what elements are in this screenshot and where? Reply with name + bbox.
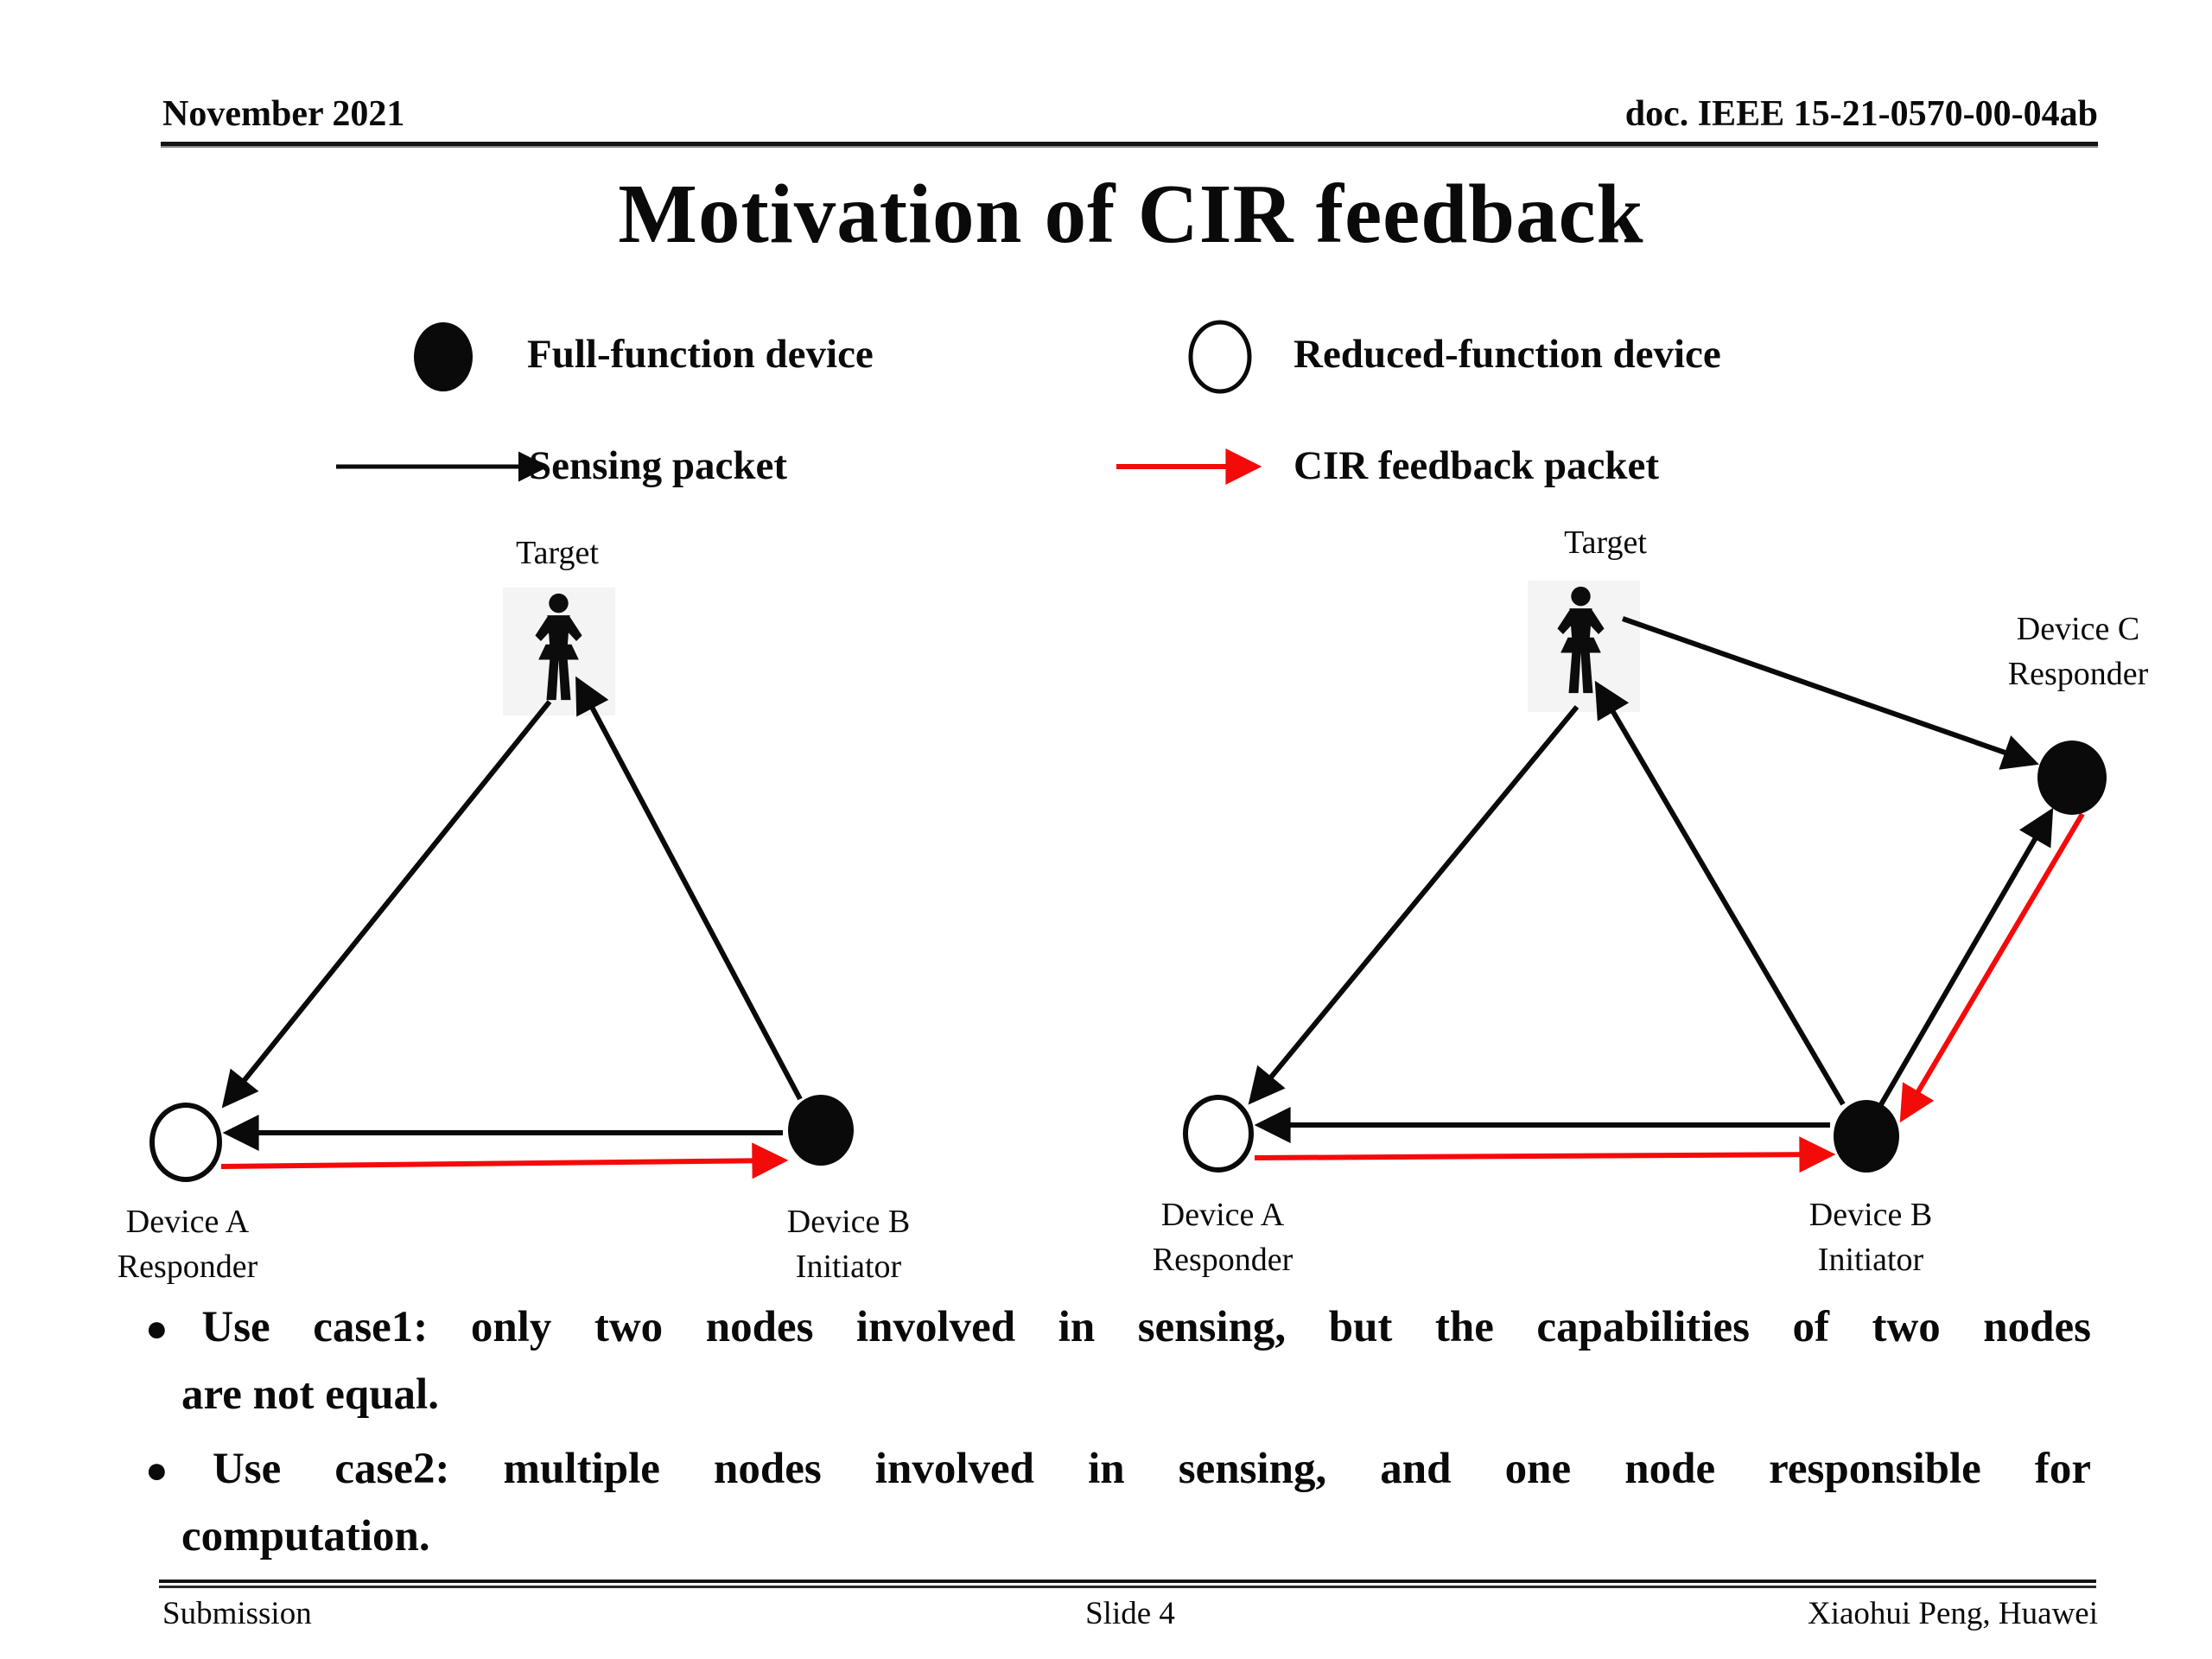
arrow-b-to-target-left bbox=[575, 676, 803, 1101]
device-c-node-right bbox=[2037, 741, 2107, 815]
arrow-a-to-b-red-right bbox=[1254, 1136, 1836, 1173]
arrow-b-to-c-right bbox=[1878, 807, 2054, 1108]
bullet-list: ●Use case1: only two nodes involved in s… bbox=[145, 1294, 2091, 1570]
device-b-role-left: Initiator bbox=[795, 1249, 902, 1285]
device-b-label-left: Device B Initiator bbox=[787, 1199, 910, 1289]
device-b-role-right: Initiator bbox=[1817, 1242, 1924, 1278]
bullet-2-line-1: ●Use case2: multiple nodes involved in s… bbox=[145, 1436, 2091, 1503]
device-a-node-right bbox=[1183, 1095, 1254, 1173]
footer-author: Xiaohui Peng, Huawei bbox=[1807, 1596, 2099, 1631]
left-diagram-graphic bbox=[149, 588, 854, 1182]
arrow-target-to-a-left bbox=[221, 700, 552, 1109]
device-a-label-right: Device A Responder bbox=[1153, 1192, 1294, 1282]
right-diagram-graphic bbox=[1183, 581, 2107, 1173]
device-a-role-left: Responder bbox=[117, 1249, 258, 1285]
arrow-c-to-b-red-right bbox=[1899, 812, 2085, 1123]
legend-icons bbox=[336, 320, 1262, 485]
bullet-1-text: Use case1: only two nodes involved in se… bbox=[201, 1303, 2092, 1351]
bullet-2-line-2: computation. bbox=[181, 1512, 430, 1560]
page-title: Motivation of CIR feedback bbox=[618, 168, 1644, 260]
device-b-name-left: Device B bbox=[786, 1204, 911, 1240]
legend-full-function-label: Full-function device bbox=[527, 332, 874, 377]
footer-submission: Submission bbox=[162, 1596, 312, 1631]
arrow-b-to-target-right bbox=[1594, 680, 1846, 1106]
bullet-use-case-1: ●Use case1: only two nodes involved in s… bbox=[145, 1294, 2091, 1428]
header-doc-id: doc. IEEE 15-21-0570-00-04ab bbox=[1624, 94, 2098, 134]
arrow-target-to-c-right bbox=[1622, 616, 2039, 770]
device-b-label-right: Device B Initiator bbox=[1809, 1192, 1932, 1282]
device-b-node-right bbox=[1834, 1100, 1899, 1173]
device-a-name-left: Device A bbox=[125, 1204, 250, 1240]
device-a-label-left: Device A Responder bbox=[118, 1199, 258, 1289]
arrow-a-to-b-red-left bbox=[220, 1142, 789, 1179]
header-rule bbox=[161, 142, 2098, 148]
device-a-node-left bbox=[149, 1103, 222, 1182]
bullet-1-marker: ● bbox=[145, 1307, 200, 1350]
footer-slide-number: Slide 4 bbox=[1085, 1596, 1175, 1631]
device-a-role-right: Responder bbox=[1152, 1242, 1294, 1278]
legend-sensing-label: Sensing packet bbox=[529, 443, 788, 488]
footer: Submission Slide 4 Xiaohui Peng, Huawei bbox=[162, 1595, 2098, 1632]
bullet-1-line-2: are not equal. bbox=[181, 1370, 439, 1419]
device-c-label-right: Device C Responder bbox=[2008, 607, 2149, 696]
bullet-use-case-2: ●Use case2: multiple nodes involved in s… bbox=[145, 1436, 2091, 1570]
target-label-left: Target bbox=[516, 535, 599, 571]
arrow-target-to-a-right bbox=[1248, 705, 1580, 1105]
device-c-name-right: Device C bbox=[2016, 611, 2140, 647]
reduced-function-device-icon bbox=[1188, 320, 1252, 394]
bullet-1-line-1: ●Use case1: only two nodes involved in s… bbox=[145, 1294, 2091, 1362]
bullet-2-marker: ● bbox=[145, 1449, 211, 1491]
device-b-node-left bbox=[788, 1095, 854, 1166]
bullet-2-text: Use case2: multiple nodes involved in se… bbox=[212, 1445, 2092, 1493]
device-b-name-right: Device B bbox=[1808, 1197, 1933, 1233]
full-function-device-icon bbox=[414, 322, 473, 391]
header-date: November 2021 bbox=[162, 94, 405, 134]
legend-cir-feedback-label: CIR feedback packet bbox=[1294, 443, 1659, 488]
device-c-role-right: Responder bbox=[2007, 656, 2149, 692]
legend-reduced-function-label: Reduced-function device bbox=[1294, 332, 1721, 377]
target-label-right: Target bbox=[1564, 524, 1647, 561]
footer-rule bbox=[159, 1580, 2096, 1588]
device-a-name-right: Device A bbox=[1160, 1197, 1285, 1233]
